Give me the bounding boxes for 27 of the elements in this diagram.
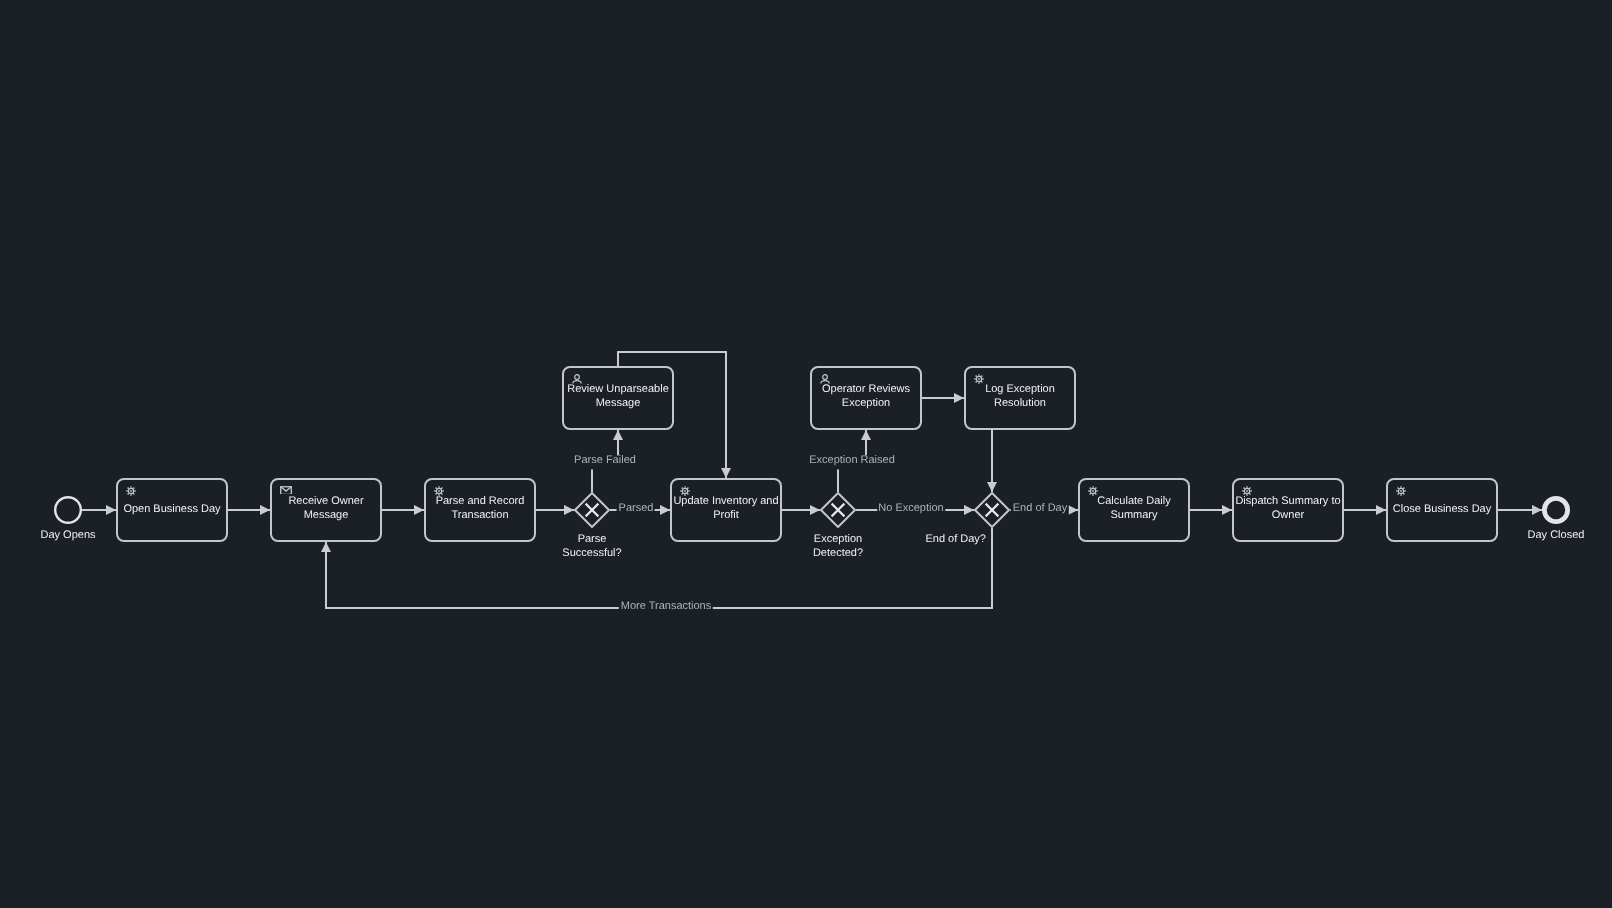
arrow <box>227 505 271 515</box>
task-box <box>562 366 674 430</box>
task-box <box>1078 478 1190 542</box>
arrow <box>781 505 821 515</box>
arrow <box>321 527 993 609</box>
task-box <box>670 478 782 542</box>
arrow <box>1497 505 1543 515</box>
task-box <box>270 478 382 542</box>
start-event-circle <box>54 496 82 524</box>
task-box <box>424 478 536 542</box>
gateway-diamond <box>974 492 1010 528</box>
arrow <box>1343 505 1387 515</box>
arrow <box>381 505 425 515</box>
task-box <box>116 478 228 542</box>
gateway-diamond <box>574 492 610 528</box>
task-box <box>1386 478 1498 542</box>
task-box <box>810 366 922 430</box>
task-box <box>1232 478 1344 542</box>
arrow <box>921 393 965 403</box>
end-event-circle <box>1542 496 1570 524</box>
arrow <box>81 505 117 515</box>
arrow <box>1189 505 1233 515</box>
gateway-diamond <box>820 492 856 528</box>
arrow <box>535 505 575 515</box>
arrow <box>617 351 731 479</box>
task-box <box>964 366 1076 430</box>
arrow <box>987 429 997 493</box>
